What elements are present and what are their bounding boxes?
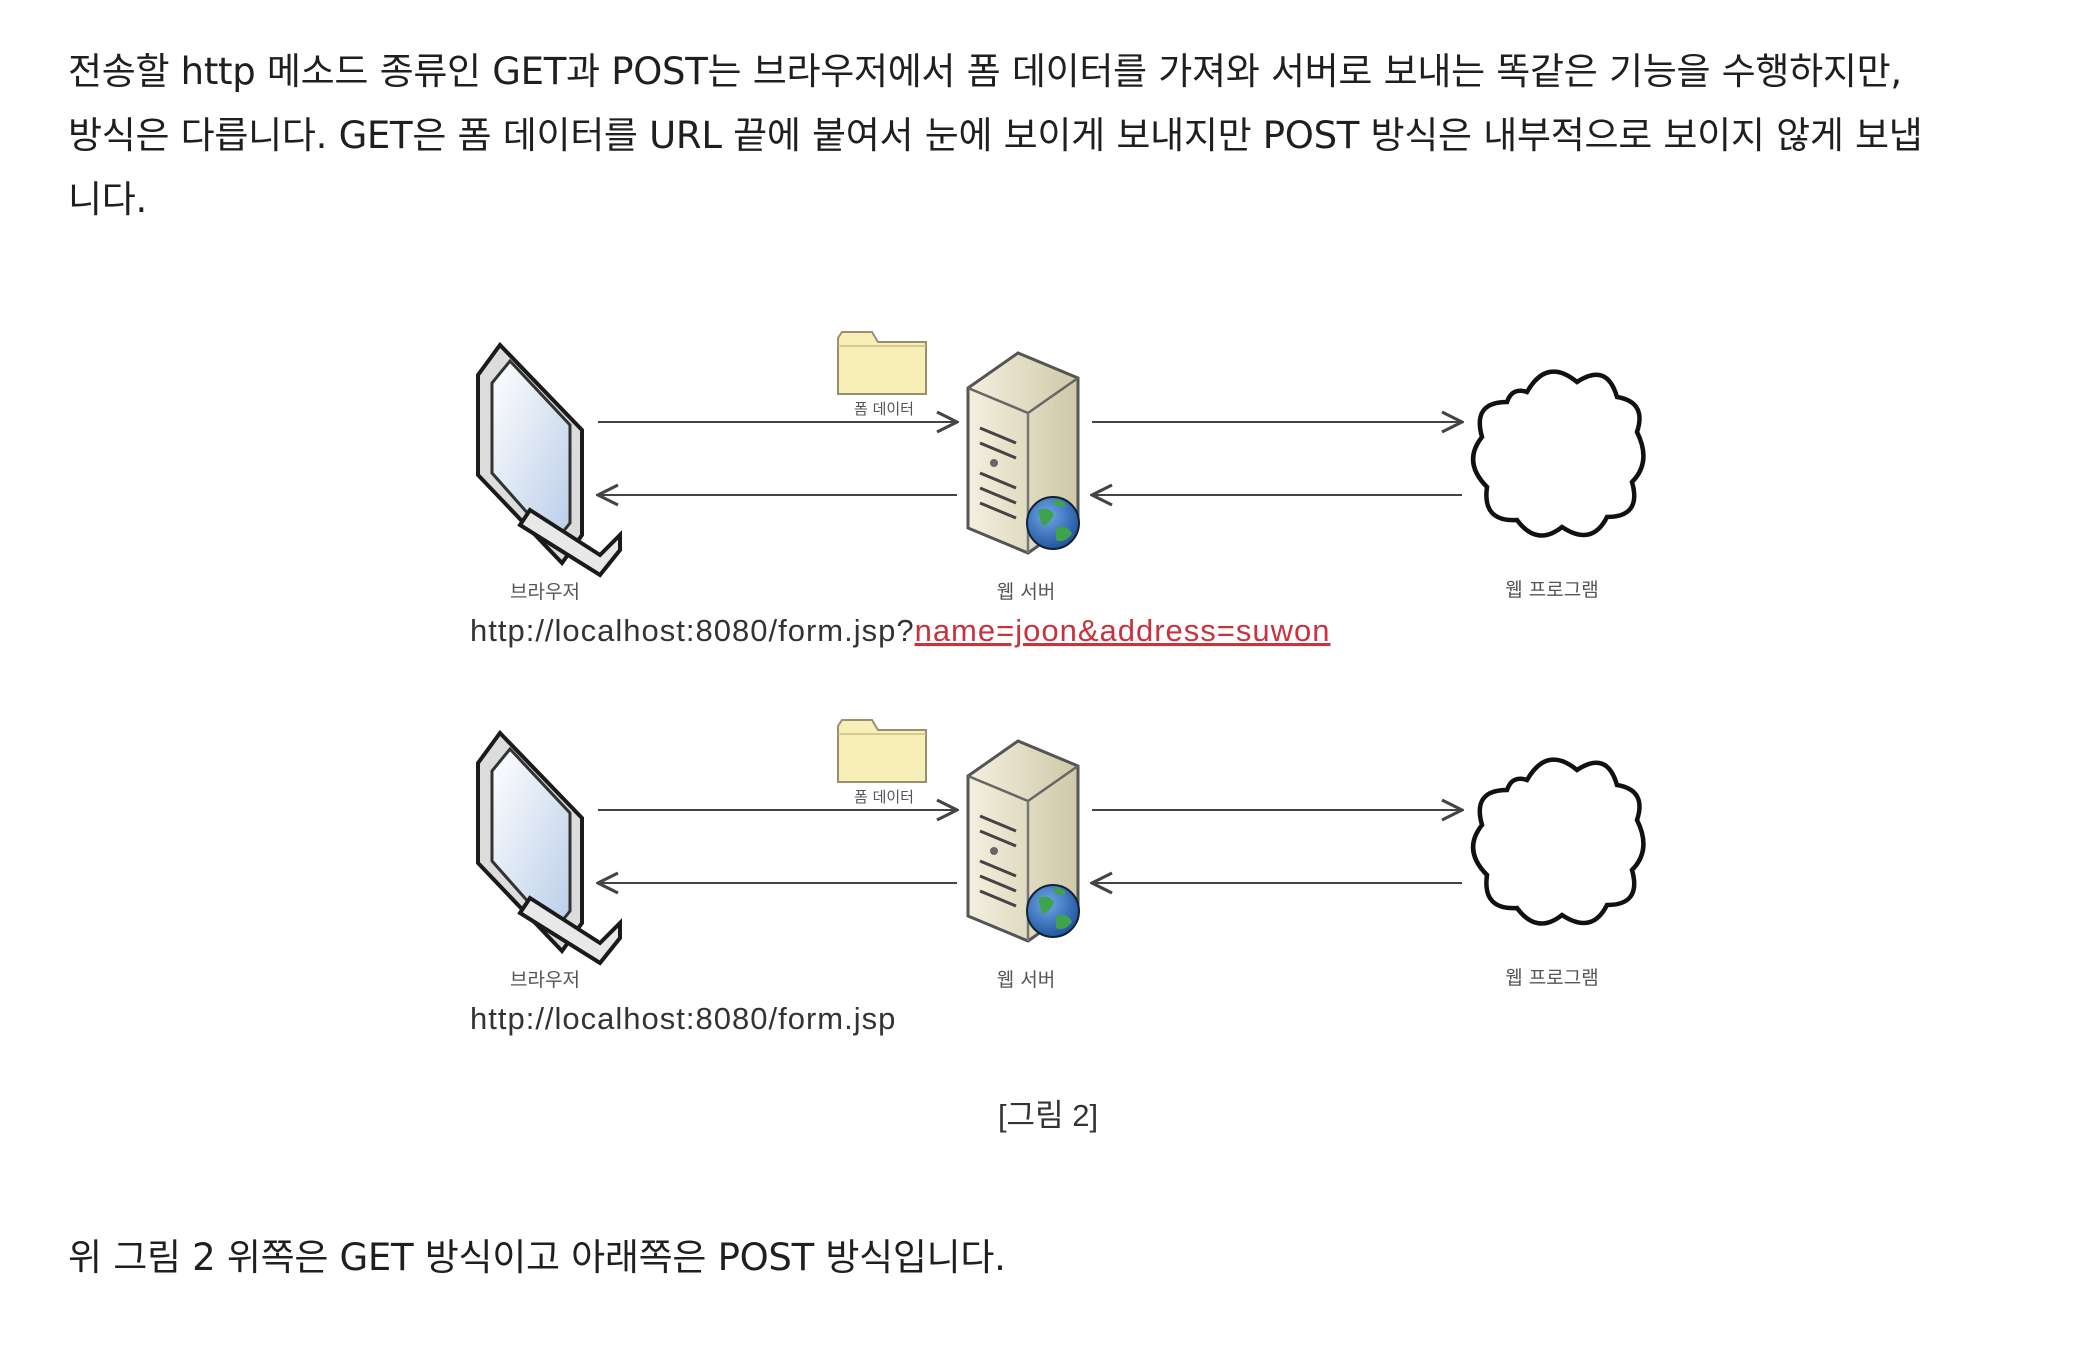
browser-monitor-icon <box>476 731 622 965</box>
intro-line: 니다. <box>68 178 147 221</box>
intro-line: 방식은 다릅니다. GET은 폼 데이터를 URL 끝에 붙여서 눈에 보이게 … <box>68 114 1923 157</box>
form-data-label: 폼 데이터 <box>854 400 914 418</box>
get-diagram: 폼 데이터 브라우저 웹 서버 웹 프로그램 http://localhost:… <box>470 331 1643 648</box>
browser-monitor-icon <box>476 343 622 577</box>
intro-line: 전송할 http 메소드 종류인 GET과 POST는 브라우저에서 폼 데이터… <box>68 50 1902 93</box>
web-server-label: 웹 서버 <box>997 581 1055 603</box>
web-server-icon <box>966 739 1081 943</box>
url-query-string: name=joon&address=suwon <box>915 613 1331 648</box>
web-program-cloud-icon <box>1473 760 1643 924</box>
outro-paragraph: 위 그림 2 위쪽은 GET 방식이고 아래쪽은 POST 방식입니다. <box>68 1236 1006 1279</box>
web-server-label: 웹 서버 <box>997 969 1055 991</box>
url-base: http://localhost:8080/form.jsp? <box>470 613 915 648</box>
web-server-icon <box>966 351 1081 555</box>
intro-paragraph: 전송할 http 메소드 종류인 GET과 POST는 브라우저에서 폼 데이터… <box>68 40 2028 232</box>
form-data-label: 폼 데이터 <box>854 788 914 806</box>
web-program-cloud-icon <box>1473 372 1643 536</box>
browser-label: 브라우저 <box>510 969 580 991</box>
folder-icon <box>837 331 927 395</box>
folder-icon <box>837 719 927 783</box>
web-program-label: 웹 프로그램 <box>1505 967 1598 989</box>
browser-label: 브라우저 <box>510 581 580 603</box>
figure-caption: [그림 2] <box>997 1098 1099 1133</box>
get-post-figure: 폼 데이터 브라우저 웹 서버 웹 프로그램 http://localhost:… <box>470 331 2096 1036</box>
post-diagram: 폼 데이터 브라우저 웹 서버 웹 프로그램 http://localhost:… <box>470 719 1643 1036</box>
get-url: http://localhost:8080/form.jsp?name=joon… <box>470 613 1331 648</box>
web-program-label: 웹 프로그램 <box>1505 579 1598 601</box>
post-url: http://localhost:8080/form.jsp <box>470 1001 896 1036</box>
